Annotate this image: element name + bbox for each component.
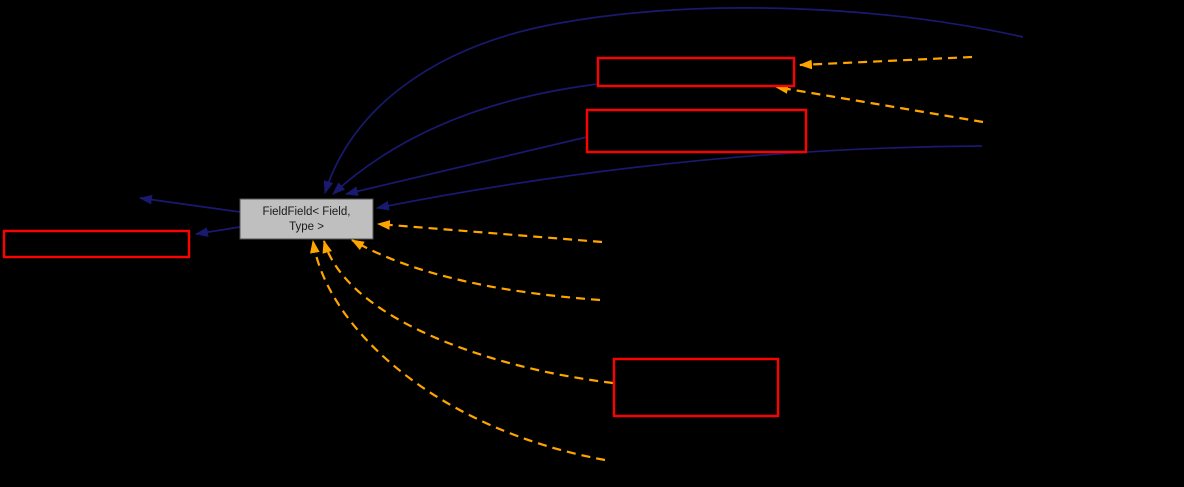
related-node-box-bottom-right[interactable] xyxy=(612,357,780,418)
inheritance-edge-long-right xyxy=(375,145,983,211)
template-edge-right-long xyxy=(351,239,601,302)
related-node-box-top-right-2[interactable] xyxy=(585,108,808,154)
template-edge-right-short xyxy=(376,220,603,244)
related-node-box-top-right-1[interactable] xyxy=(596,56,796,88)
focus-node-label-line1: FieldField< Field, xyxy=(263,206,351,218)
inheritance-edge-from-box1 xyxy=(332,83,599,195)
inheritance-edge-to-upper-left xyxy=(138,194,241,213)
inheritance-edge-to-left-box xyxy=(194,226,241,237)
template-edge-from-bottom xyxy=(310,239,606,462)
nodes-layer xyxy=(2,56,808,418)
focus-node-label-line2: Type > xyxy=(289,221,324,233)
edges-layer xyxy=(138,7,1024,462)
focus-node-fieldfield: FieldField< Field, Type > xyxy=(239,198,374,240)
inheritance-edge-arc-top xyxy=(323,7,1024,195)
focus-node-box xyxy=(239,198,374,240)
related-node-box-left[interactable] xyxy=(2,229,191,259)
template-edge-to-box1-corner xyxy=(774,84,984,124)
template-edge-to-box1-right xyxy=(798,55,973,70)
inheritance-edge-from-box2 xyxy=(344,136,588,196)
template-edge-from-box3 xyxy=(322,239,614,385)
